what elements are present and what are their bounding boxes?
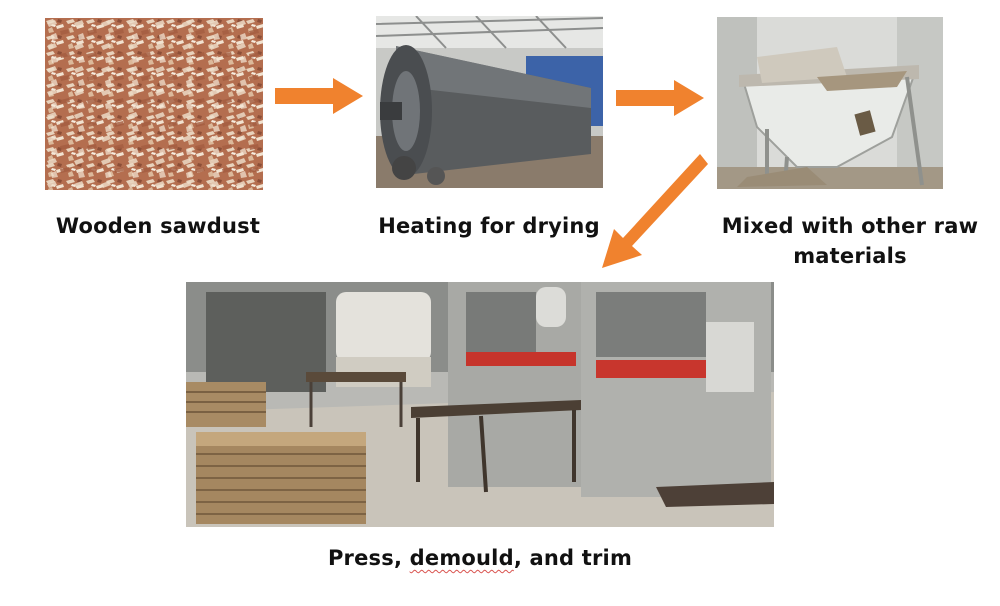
- caption-pressing-part1: Press,: [327, 546, 410, 570]
- caption-mixing-line1: Mixed with other raw: [721, 214, 979, 238]
- caption-mixing-line2: materials: [793, 244, 907, 268]
- caption-drying: Heating for drying: [378, 214, 600, 238]
- caption-pressing-demould: demould: [409, 546, 514, 570]
- caption-sawdust: Wooden sawdust: [55, 214, 261, 238]
- mixing-hopper-photo: [717, 17, 943, 189]
- drying-drum-photo: [376, 16, 603, 188]
- flow-arrow-3-diagonal: [602, 154, 708, 268]
- flow-arrow-1: [275, 78, 363, 114]
- caption-mixing: Mixed with other raw materials: [706, 211, 994, 271]
- flow-arrow-2: [616, 80, 704, 116]
- sawdust-photo: [45, 18, 263, 190]
- press-factory-photo: [186, 282, 774, 527]
- caption-pressing: Press, demould, and trim: [180, 543, 780, 573]
- caption-pressing-part3: , and trim: [513, 546, 633, 570]
